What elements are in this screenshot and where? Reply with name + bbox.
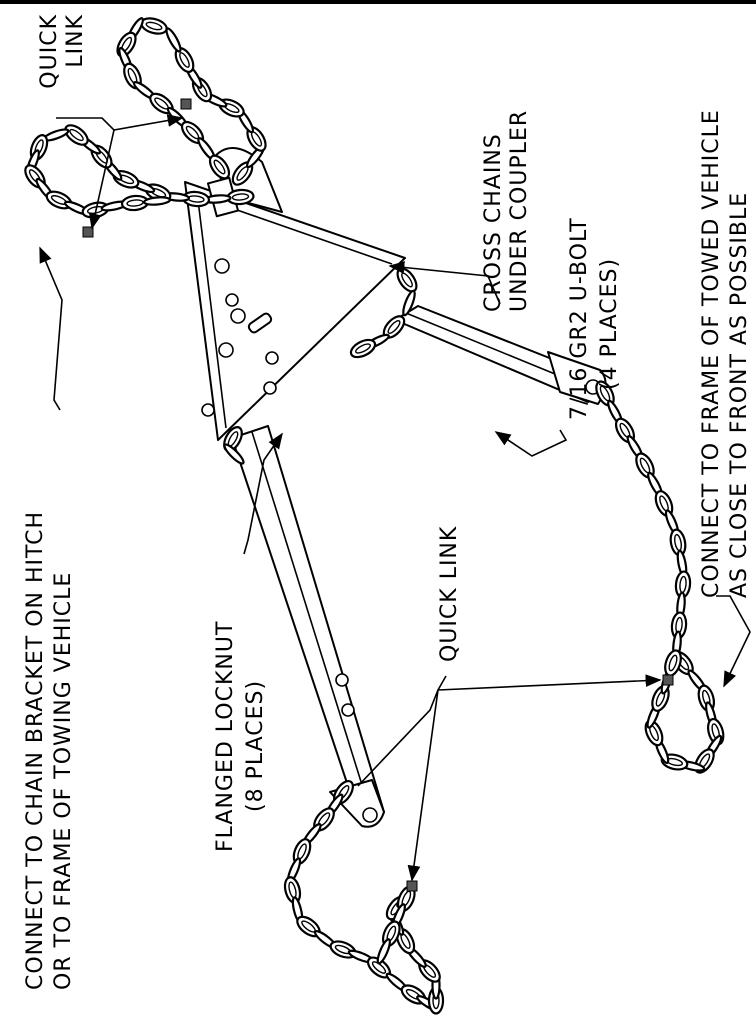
chain-link [142, 196, 172, 206]
quick-link-bottom-stem [357, 675, 447, 787]
svg-text:7/16 GR2 U-BOLT: 7/16 GR2 U-BOLT [567, 217, 592, 420]
coupler-plate [184, 181, 406, 441]
locknut-1 [265, 351, 279, 365]
connect-hitch-label: CONNECT TO CHAIN BRACKET ON HITCH OR TO … [23, 511, 76, 990]
u-bolt-label: 7/16 GR2 U-BOLT (4 PLACES) [567, 217, 622, 420]
svg-text:CROSS CHAINS: CROSS CHAINS [481, 133, 506, 312]
chain-link [349, 338, 377, 359]
quick-link-bottom-1-marker [662, 674, 674, 686]
quick-link-top-arrow-1 [113, 114, 184, 131]
leader-lines [39, 114, 751, 882]
svg-text:(8 PLACES): (8 PLACES) [243, 680, 268, 812]
quick-link-top-leader [56, 117, 115, 131]
chain-top-loop-left [24, 124, 255, 219]
quick-link-bottom-arrow-2 [407, 689, 439, 882]
svg-text:(4 PLACES): (4 PLACES) [597, 258, 622, 390]
svg-text:FLANGED LOCKNUT: FLANGED LOCKNUT [213, 621, 238, 852]
chain-link [226, 188, 255, 206]
svg-text:QUICK: QUICK [37, 14, 62, 89]
chain-link [396, 267, 418, 293]
connect-towed-leader [716, 595, 751, 688]
plate-slot [247, 312, 273, 334]
svg-text:LINK: LINK [63, 14, 88, 68]
plate-bolt-3 [218, 342, 234, 358]
chain-right-loop [595, 380, 725, 774]
cross-chains-label: CROSS CHAINS UNDER COUPLER [481, 110, 532, 312]
chain-link [208, 154, 231, 180]
plate-bolt-1 [214, 258, 230, 274]
svg-text:UNDER COUPLER: UNDER COUPLER [507, 110, 532, 312]
plate-edge-side [197, 199, 227, 429]
quick-link-top-2-marker [82, 226, 94, 238]
quick-link-top-1-marker [180, 98, 192, 110]
plate-bolt-5 [225, 293, 239, 307]
locknut-3 [335, 673, 349, 687]
svg-text:AS CLOSE TO FRONT AS POSSIBLE: AS CLOSE TO FRONT AS POSSIBLE [727, 192, 752, 598]
quick-link-bottom-label: QUICK LINK [437, 526, 462, 662]
quick-link-top-label: QUICK LINK [37, 14, 88, 89]
chain-cross-right [349, 267, 418, 359]
chain-link [664, 649, 682, 677]
chain-link [223, 443, 245, 465]
quick-link-top-arrow-2 [88, 129, 115, 230]
flanged-locknut-label: FLANGED LOCKNUT (8 PLACES) [213, 621, 268, 852]
svg-text:CONNECT TO FRAME OF TOWED VEHI: CONNECT TO FRAME OF TOWED VEHICLE [699, 109, 724, 598]
chain-link [140, 17, 168, 35]
labels: QUICK LINK CROSS CHAINS UNDER COUPLER CO… [23, 14, 752, 990]
chain-link [376, 938, 391, 965]
quick-link-bottom-2-marker [406, 880, 418, 892]
lower-arm-edge [251, 431, 373, 818]
cross-chains-leader [388, 261, 501, 305]
svg-text:QUICK LINK: QUICK LINK [437, 526, 462, 662]
locknut-2 [263, 381, 277, 395]
quick-link-bottom-arrow-1 [437, 674, 662, 691]
plate-bolt-2 [230, 308, 246, 324]
locknut-leader [243, 432, 283, 555]
svg-text:CONNECT TO CHAIN BRACKET ON HI: CONNECT TO CHAIN BRACKET ON HITCH [23, 511, 48, 990]
chain-locknut-area [223, 426, 245, 465]
chain-bottom-loop [283, 779, 445, 1015]
chain-link [181, 190, 211, 208]
chain-link [402, 289, 416, 317]
chain-top-loop-right [116, 17, 267, 186]
svg-text:OR TO FRAME OF TOWING VEHICLE: OR TO FRAME OF TOWING VEHICLE [51, 572, 76, 990]
lower-arm-end-hole [362, 807, 378, 823]
connect-hitch-leader [39, 246, 63, 411]
chain-link [64, 124, 89, 146]
u-bolt-leader [494, 429, 568, 457]
safety-chains [24, 17, 725, 1015]
plate-bolt-4 [201, 403, 215, 417]
connect-towed-label: CONNECT TO FRAME OF TOWED VEHICLE AS CLO… [699, 109, 752, 598]
locknut-4 [341, 703, 355, 717]
